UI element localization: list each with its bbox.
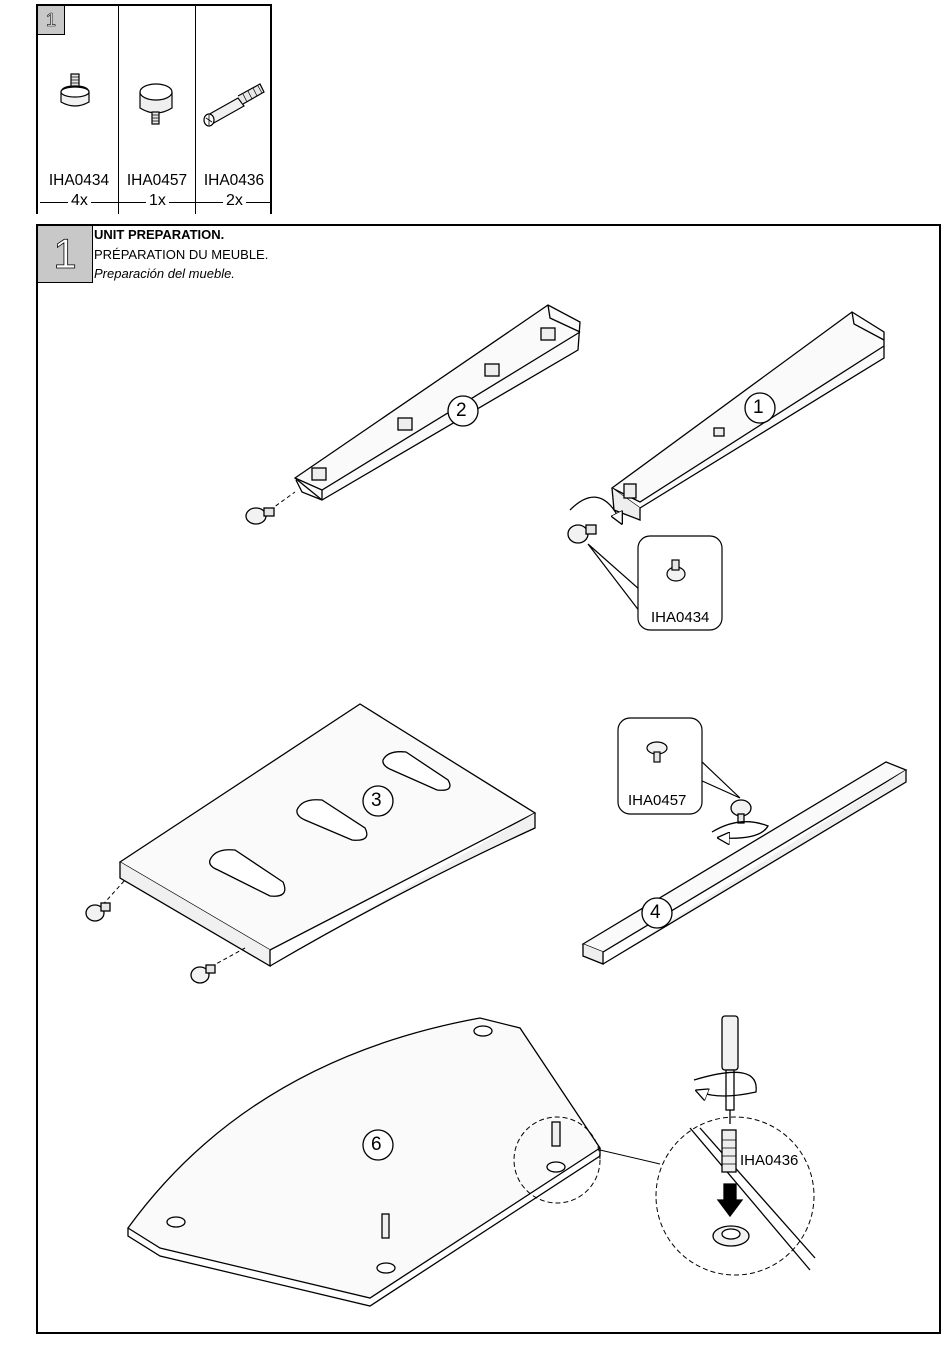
label-panel-4: 4 xyxy=(650,902,661,924)
label-panel-2: 2 xyxy=(456,400,467,422)
foot-glide-icon xyxy=(191,965,215,983)
leg-rail-1 xyxy=(568,312,884,543)
rotate-arrow-icon xyxy=(694,1072,756,1096)
label-round-glide-code: IHA0457 xyxy=(628,792,686,809)
cam-bolt-icon xyxy=(722,1130,736,1172)
foot-glide-icon xyxy=(86,903,110,921)
screwdriver-icon xyxy=(722,1016,738,1124)
bottom-shelf-3 xyxy=(86,704,535,983)
foot-glide-icon xyxy=(246,508,274,524)
cam-bolt-detail xyxy=(656,1016,815,1275)
label-panel-3: 3 xyxy=(371,790,382,812)
label-panel-1: 1 xyxy=(753,397,764,419)
label-panel-6: 6 xyxy=(371,1134,382,1156)
label-bolt-code: IHA0436 xyxy=(740,1152,798,1169)
top-panel-6 xyxy=(128,1018,660,1306)
round-glide-icon xyxy=(731,800,751,823)
label-glide-code: IHA0434 xyxy=(651,609,709,626)
leg-rail-2 xyxy=(246,305,580,524)
rotate-arrow-icon xyxy=(712,822,768,839)
foot-glide-icon xyxy=(568,525,596,543)
